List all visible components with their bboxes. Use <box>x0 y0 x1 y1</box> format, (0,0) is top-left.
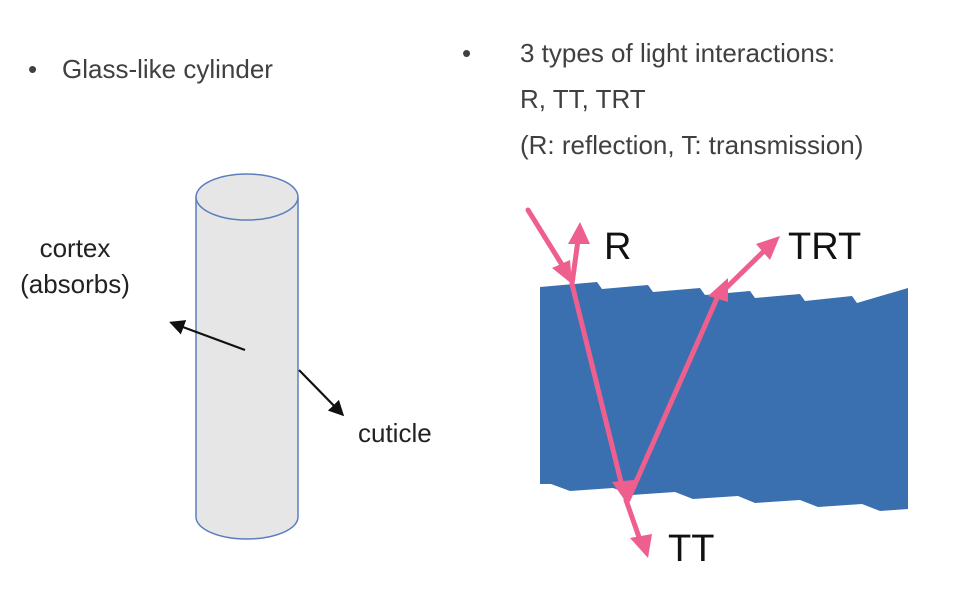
hair-slab <box>540 282 908 511</box>
cylinder-body <box>195 197 299 540</box>
tt-arrowhead <box>630 534 652 558</box>
bullet-marker: • <box>462 38 472 68</box>
trt-inner-arrowhead <box>708 278 728 302</box>
cuticle-label: cuticle <box>358 418 432 448</box>
hair-cylinder <box>195 173 299 540</box>
bullet-line-2: R, TT, TRT <box>520 84 646 114</box>
tt-ray <box>623 497 643 543</box>
bullet-glass-like-cylinder: • Glass-like cylinder <box>28 54 273 85</box>
incident-arrowhead <box>552 260 572 284</box>
cortex-pointer-arrow <box>169 320 246 352</box>
tt-label: TT <box>668 528 715 570</box>
bullet-line-3: (R: reflection, T: transmission) <box>520 130 864 160</box>
cylinder-top <box>195 173 299 221</box>
r-ray <box>569 237 581 287</box>
trt-label: TRT <box>788 226 862 268</box>
r-label: R <box>604 226 632 268</box>
light-rays <box>525 207 780 558</box>
bullet-text: Glass-like cylinder <box>62 54 273 84</box>
trt-ray <box>719 247 768 295</box>
trt-arrowhead <box>756 236 780 260</box>
cortex-label-line2: (absorbs) <box>20 269 130 299</box>
cortex-label-line1: cortex <box>39 233 111 263</box>
incident-ray <box>525 207 567 271</box>
r-arrowhead <box>568 222 590 244</box>
bullet-lines: 3 types of light interactions: R, TT, TR… <box>520 30 863 168</box>
tt-inner-ray <box>569 281 625 489</box>
cuticle-pointer-arrow <box>298 369 345 417</box>
bullet-line-1: 3 types of light interactions: <box>520 38 836 68</box>
cortex-label: cortex (absorbs) <box>10 230 140 302</box>
trt-inner-ray <box>625 293 721 503</box>
bullet-marker: • <box>28 54 38 84</box>
